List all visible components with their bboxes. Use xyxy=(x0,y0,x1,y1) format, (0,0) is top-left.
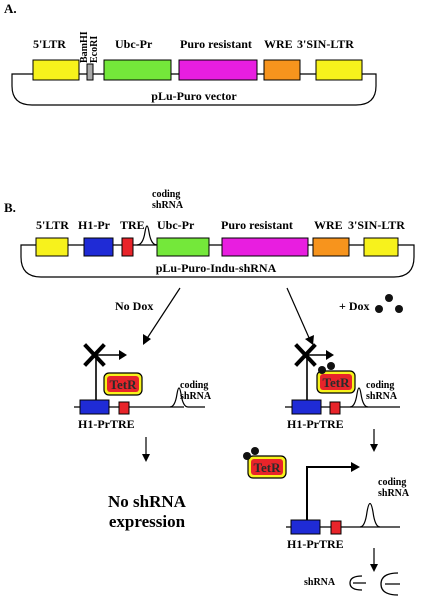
panel-b-hairpin-vector xyxy=(136,225,158,246)
right-coding-label-1: coding xyxy=(366,380,394,391)
arrow-plus-dox xyxy=(286,287,311,341)
panel-a-3sinltr-label: 3'SIN-LTR xyxy=(297,37,354,51)
panel-b-5ltr-box xyxy=(35,237,69,257)
left-tetr-inner xyxy=(107,376,139,392)
left-h1pr-tre-label: H1-PrTRE xyxy=(78,417,135,431)
dox-molecule xyxy=(395,305,403,313)
left-block-x-icon xyxy=(83,343,106,367)
shrna-product-label: shRNA xyxy=(304,577,336,588)
panel-b-5ltr-label: 5'LTR xyxy=(36,218,69,232)
released-dox-bound xyxy=(251,447,259,455)
panel-b-ubc-box xyxy=(156,237,210,257)
right-h1pr-box xyxy=(291,399,322,415)
panel-b-coding-label-1: coding xyxy=(152,189,180,200)
panel-b-label: B. xyxy=(4,200,16,215)
panel-a-5ltr-box xyxy=(32,59,80,81)
right-dox-bound xyxy=(327,362,335,370)
released-dox-bound xyxy=(243,452,251,460)
panel-a-wre-label: WRE xyxy=(264,37,293,51)
panel-b-tre-label: TRE xyxy=(120,218,145,232)
shrna-hairpin-icon xyxy=(380,572,400,596)
no-shrna-line-2: expression xyxy=(109,512,186,531)
panel-b-vector-name: pLu-Puro-Indu-shRNA xyxy=(156,261,277,275)
right-promoter-arrowhead xyxy=(326,350,334,360)
no-shrna-line-1: No shRNA xyxy=(108,492,187,511)
right-block-x-icon xyxy=(294,343,317,367)
panel-a-vector-backbone xyxy=(11,73,377,106)
panel-a-wre-box xyxy=(263,59,301,81)
left-down-arrowhead xyxy=(142,454,150,462)
active-hairpin xyxy=(359,502,381,528)
left-hairpin xyxy=(169,387,205,408)
panel-b-puro-box xyxy=(221,237,309,257)
right-down-arrowhead-1 xyxy=(370,444,378,452)
plus-dox-label: + Dox xyxy=(339,299,370,313)
active-coding-label-1: coding xyxy=(378,477,406,488)
panel-b-h1pr-label: H1-Pr xyxy=(78,218,111,232)
active-h1pr-tre-label: H1-PrTRE xyxy=(287,537,344,551)
panel-b-puro-label: Puro resistant xyxy=(221,218,293,232)
right-tetr-label: TetR xyxy=(323,375,351,390)
left-promoter-arrowhead xyxy=(119,350,127,360)
left-coding-label-2: shRNA xyxy=(180,391,212,402)
arrow-no-dox xyxy=(145,287,181,341)
panel-a-vector-name: pLu-Puro vector xyxy=(151,89,237,103)
active-h1pr-box xyxy=(290,519,321,535)
bamhi-label: BamHI xyxy=(79,31,90,63)
released-tetr-inner xyxy=(251,459,283,475)
left-tre-box xyxy=(118,401,130,415)
panel-b-ubc-label: Ubc-Pr xyxy=(157,218,195,232)
panel-a-puro-label: Puro resistant xyxy=(180,37,252,51)
left-tetr-label: TetR xyxy=(110,377,138,392)
arrow-plus-dox-head xyxy=(305,335,314,345)
left-h1pr-box xyxy=(79,399,110,415)
panel-a-puro-box xyxy=(178,59,258,81)
ecori-label: EcoRI xyxy=(89,36,100,63)
panel-b-vector-backbone xyxy=(20,244,415,278)
right-coding-label-2: shRNA xyxy=(366,391,398,402)
right-dox-bound xyxy=(318,366,326,374)
panel-b-3sinltr-label: 3'SIN-LTR xyxy=(348,218,405,232)
active-promoter-arrowhead xyxy=(351,462,360,472)
left-coding-label-1: coding xyxy=(180,380,208,391)
shrna-hairpin-icon xyxy=(349,575,366,591)
released-tetr-label: TetR xyxy=(254,460,282,475)
panel-a-3sinltr-box xyxy=(315,59,363,81)
panel-b-3sinltr-box xyxy=(363,237,399,257)
right-h1pr-tre-label: H1-PrTRE xyxy=(287,417,344,431)
dox-molecule xyxy=(385,294,393,302)
right-down-arrowhead-2 xyxy=(370,564,378,572)
panel-a-ubc-box xyxy=(103,59,172,81)
right-tetr-inner xyxy=(320,374,352,390)
panel-b-h1pr-box xyxy=(83,237,114,257)
arrow-no-dox-head xyxy=(143,334,151,345)
panel-a-ubc-label: Ubc-Pr xyxy=(115,37,153,51)
dox-molecule xyxy=(375,305,383,313)
right-hairpin xyxy=(349,387,369,408)
panel-a-bamhi-site xyxy=(86,63,94,81)
active-tre-box xyxy=(330,520,342,535)
no-dox-label: No Dox xyxy=(115,299,153,313)
panel-a-5ltr-label: 5'LTR xyxy=(33,37,66,51)
panel-b-coding-label-2: shRNA xyxy=(152,200,184,211)
panel-b-tre-box xyxy=(121,237,134,257)
panel-b-wre-box xyxy=(312,237,350,257)
active-promoter-arrow xyxy=(306,466,352,520)
right-tre-box xyxy=(329,401,341,415)
active-coding-label-2: shRNA xyxy=(378,488,410,499)
panel-b-wre-label: WRE xyxy=(314,218,343,232)
panel-a-label: A. xyxy=(4,1,17,16)
